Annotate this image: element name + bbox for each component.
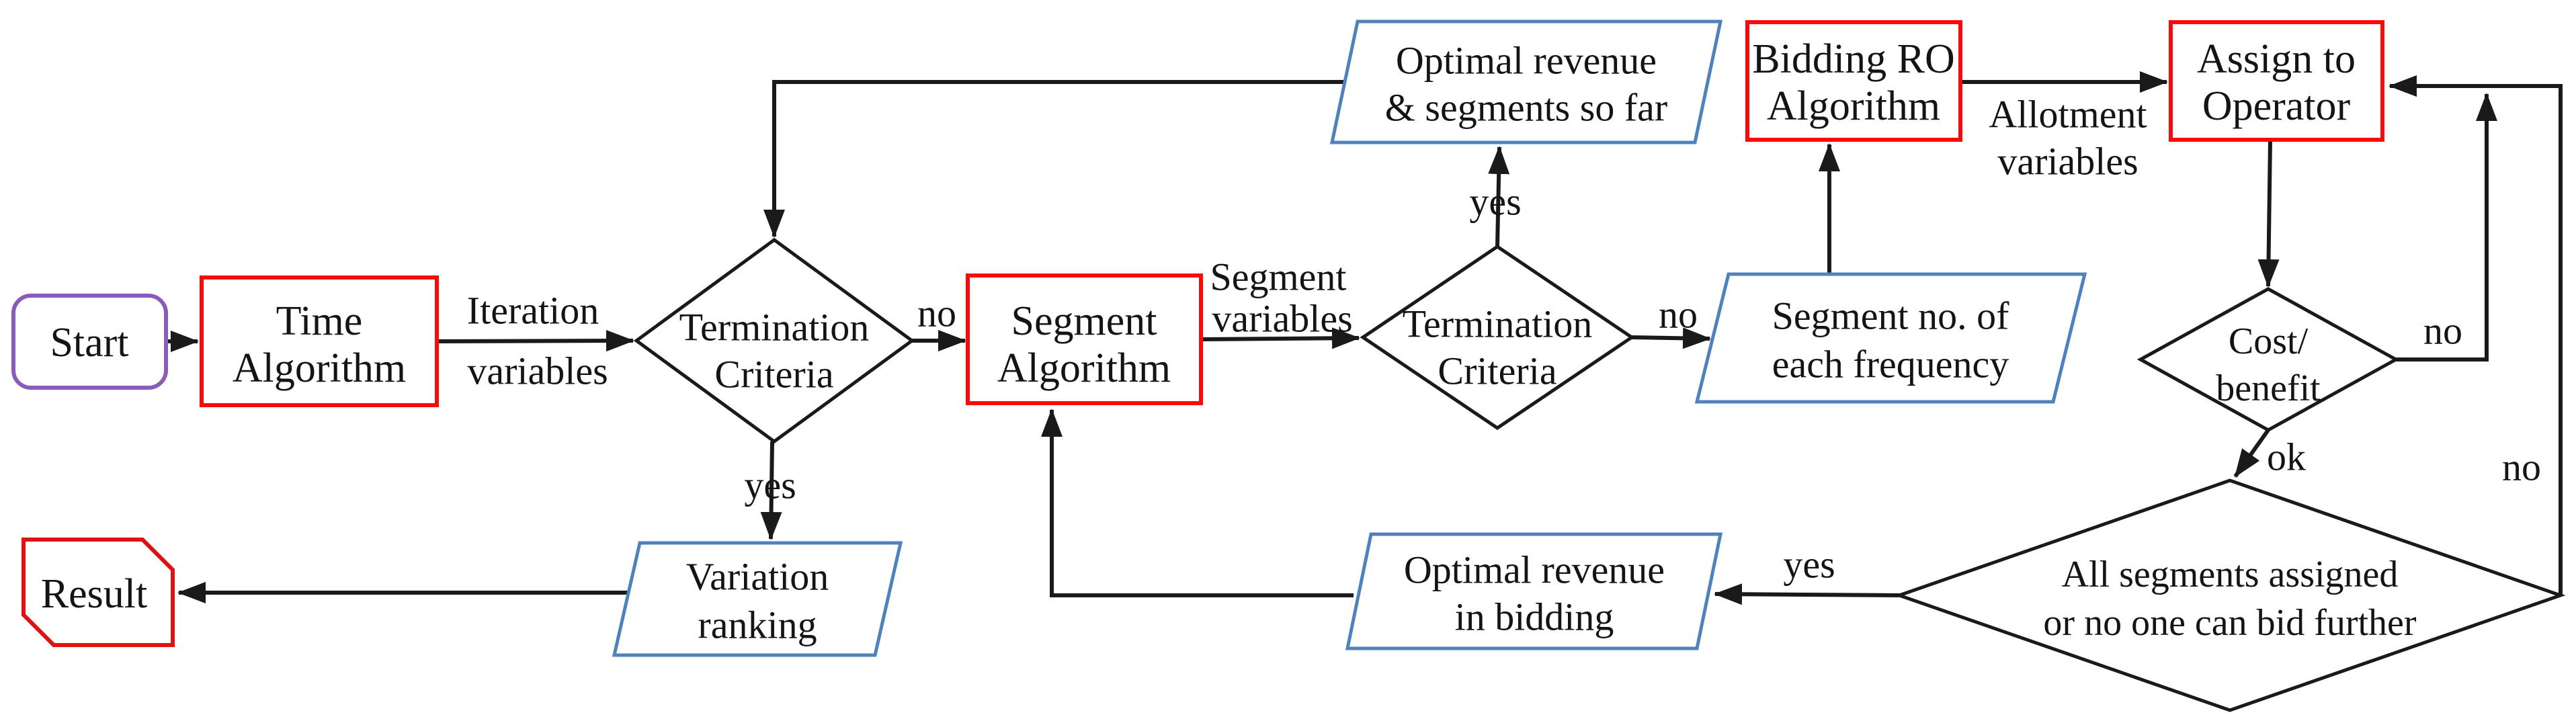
bidding-ro-algorithm-line2: Algorithm — [1767, 83, 1940, 129]
edge-label-all-segments-no: no — [2502, 445, 2541, 489]
segment-algorithm-shape — [966, 273, 1203, 405]
edges — [166, 71, 2563, 605]
optimal-revenue-bidding-line2: in bidding — [1455, 595, 1614, 639]
edge-label-cost-ok: ok — [2267, 435, 2306, 479]
cost-benefit-line2: benefit — [2216, 368, 2321, 409]
assign-to-operator-line2: Operator — [2202, 83, 2351, 129]
result-label: Result — [41, 571, 147, 617]
edge-label-segment-variables-line2: variables — [1212, 297, 1352, 341]
edge-assign-cost — [2257, 139, 2280, 288]
start-shape — [11, 294, 168, 390]
edge-label-cost-no: no — [2423, 309, 2462, 353]
node-bidding-ro-algorithm: Bidding RO Algorithm — [1745, 20, 1962, 142]
segment-no-frequency-line1: Segment no. of — [1772, 294, 2009, 338]
edge-termination1-variation — [760, 441, 782, 540]
termination-criteria-1-shape — [633, 237, 915, 444]
all-segments-assigned-line1: All segments assigned — [2062, 554, 2399, 595]
edge-label-allotment-line1: Allotment — [1989, 93, 2147, 136]
edge-optrevseg-termination1 — [763, 80, 1345, 238]
time-algorithm-line1: Time — [276, 298, 363, 344]
bidding-ro-algorithm-line1: Bidding RO — [1752, 36, 1954, 82]
node-segment-no-frequency: Segment no. of each frequency — [1694, 272, 2087, 404]
termination-criteria-2-line1: Termination — [1403, 302, 1593, 346]
optimal-revenue-segments-shape — [1329, 19, 1723, 144]
variation-ranking-line2: ranking — [698, 603, 817, 647]
termination-criteria-1-line1: Termination — [679, 306, 870, 349]
node-termination-criteria-1: Termination Criteria — [633, 237, 915, 444]
edge-termination2-segfreq — [1631, 327, 1711, 349]
optimal-revenue-segments-line2: & segments so far — [1385, 86, 1667, 130]
edge-termination2-optrevseg — [1488, 146, 1510, 247]
node-optimal-revenue-bidding: Optimal revenue in bidding — [1345, 532, 1723, 650]
node-cost-benefit: Cost/ benefit — [2136, 287, 2400, 432]
node-all-segments-assigned: All segments assigned or no one can bid … — [1894, 478, 2566, 712]
optimal-revenue-segments-line1: Optimal revenue — [1396, 39, 1657, 83]
edge-label-tc1-yes: yes — [744, 464, 796, 507]
result-shape — [22, 538, 175, 647]
node-termination-criteria-2: Termination Criteria — [1360, 244, 1635, 431]
edge-cost-no-feedback — [2396, 93, 2497, 362]
variation-ranking-line1: Variation — [686, 555, 829, 599]
node-result: Result — [22, 538, 175, 647]
segment-algorithm-line1: Segment — [1011, 298, 1157, 344]
edge-label-tc2-no: no — [1659, 293, 1698, 337]
termination-criteria-1-line2: Criteria — [714, 353, 833, 396]
optimal-revenue-bidding-shape — [1345, 532, 1723, 650]
edge-cost-allsegments — [2233, 429, 2270, 478]
edge-label-allotment-line2: variables — [1997, 140, 2138, 183]
node-time-algorithm: Time Algorithm — [200, 275, 439, 407]
edge-label-tc2-yes: yes — [1469, 180, 1521, 224]
edge-optrevbid-segment — [1041, 409, 1354, 597]
assign-to-operator-line1: Assign to — [2197, 36, 2356, 82]
segment-no-frequency-shape — [1694, 272, 2087, 404]
node-start: Start — [11, 294, 168, 390]
cost-benefit-line1: Cost/ — [2229, 321, 2309, 362]
node-variation-ranking: Variation ranking — [612, 541, 903, 657]
termination-criteria-2-shape — [1360, 244, 1635, 431]
termination-criteria-2-line2: Criteria — [1438, 349, 1556, 393]
edge-labels: Iteration variables no yes Segment varia… — [467, 93, 2541, 587]
node-segment-algorithm: Segment Algorithm — [966, 273, 1203, 405]
node-optimal-revenue-segments: Optimal revenue & segments so far — [1329, 19, 1723, 144]
bidding-ro-algorithm-shape — [1745, 20, 1962, 142]
edge-label-all-segments-yes: yes — [1783, 543, 1835, 587]
edge-label-segment-variables-line1: Segment — [1210, 255, 1347, 299]
edge-label-tc1-no: no — [917, 292, 956, 335]
edge-label-iteration-line2: variables — [467, 349, 608, 393]
variation-ranking-shape — [612, 541, 903, 657]
all-segments-assigned-shape — [1894, 478, 2566, 712]
start-label: Start — [50, 320, 128, 366]
time-algorithm-shape — [200, 275, 439, 407]
segment-no-frequency-line2: each frequency — [1772, 343, 2009, 386]
all-segments-assigned-line2: or no one can bid further — [2043, 602, 2416, 644]
edge-allsegments-no-assign — [2388, 75, 2563, 595]
node-assign-to-operator: Assign to Operator — [2169, 20, 2384, 142]
edge-label-iteration-line1: Iteration — [467, 289, 599, 333]
time-algorithm-line2: Algorithm — [233, 345, 406, 391]
edge-allsegments-optrevbid — [1714, 583, 1900, 605]
assign-to-operator-shape — [2169, 20, 2384, 142]
cost-benefit-shape — [2136, 287, 2400, 432]
edge-segment-termination2 — [1200, 327, 1360, 349]
segment-algorithm-line2: Algorithm — [997, 345, 1171, 391]
optimal-revenue-bidding-line1: Optimal revenue — [1404, 548, 1665, 592]
